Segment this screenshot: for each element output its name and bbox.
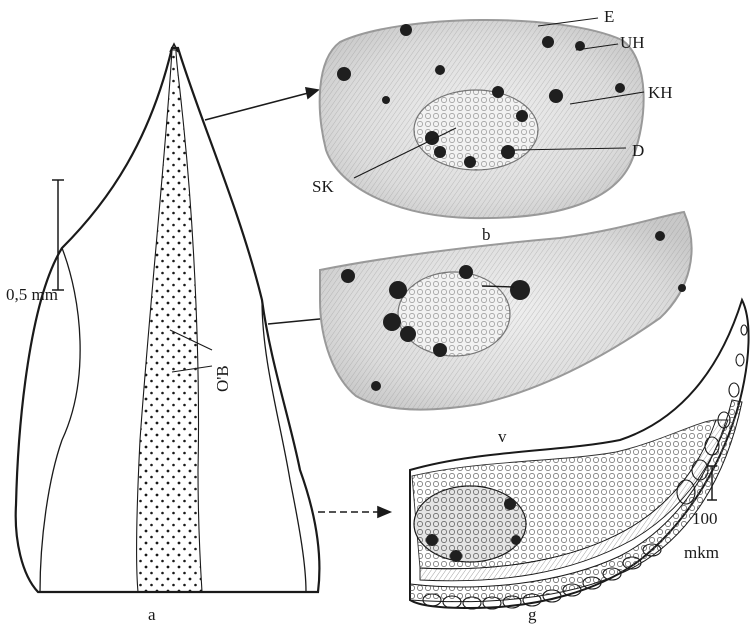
arrow-to-g-head bbox=[378, 507, 390, 517]
cross-section-v bbox=[320, 212, 692, 410]
label-E: E bbox=[604, 8, 614, 25]
scale-label-g-unit: mkm bbox=[684, 544, 719, 561]
leaf-outline-panel-a bbox=[16, 44, 320, 592]
label-OB: O'B bbox=[214, 365, 231, 392]
label-UH: UH bbox=[620, 34, 645, 51]
label-D: D bbox=[632, 142, 644, 159]
panel-label-b: b bbox=[482, 226, 491, 243]
arrow-to-b bbox=[205, 92, 312, 120]
panel-label-a: a bbox=[148, 606, 156, 623]
arrow-to-b-head bbox=[306, 88, 318, 98]
panel-label-g: g bbox=[528, 606, 537, 623]
scale-label-g-value: 100 bbox=[692, 510, 718, 527]
label-SK: SK bbox=[312, 178, 334, 195]
scale-label-a: 0,5 mm bbox=[6, 286, 58, 303]
label-KH: KH bbox=[648, 84, 673, 101]
cross-section-b bbox=[320, 20, 644, 218]
panel-label-v: v bbox=[498, 428, 507, 445]
